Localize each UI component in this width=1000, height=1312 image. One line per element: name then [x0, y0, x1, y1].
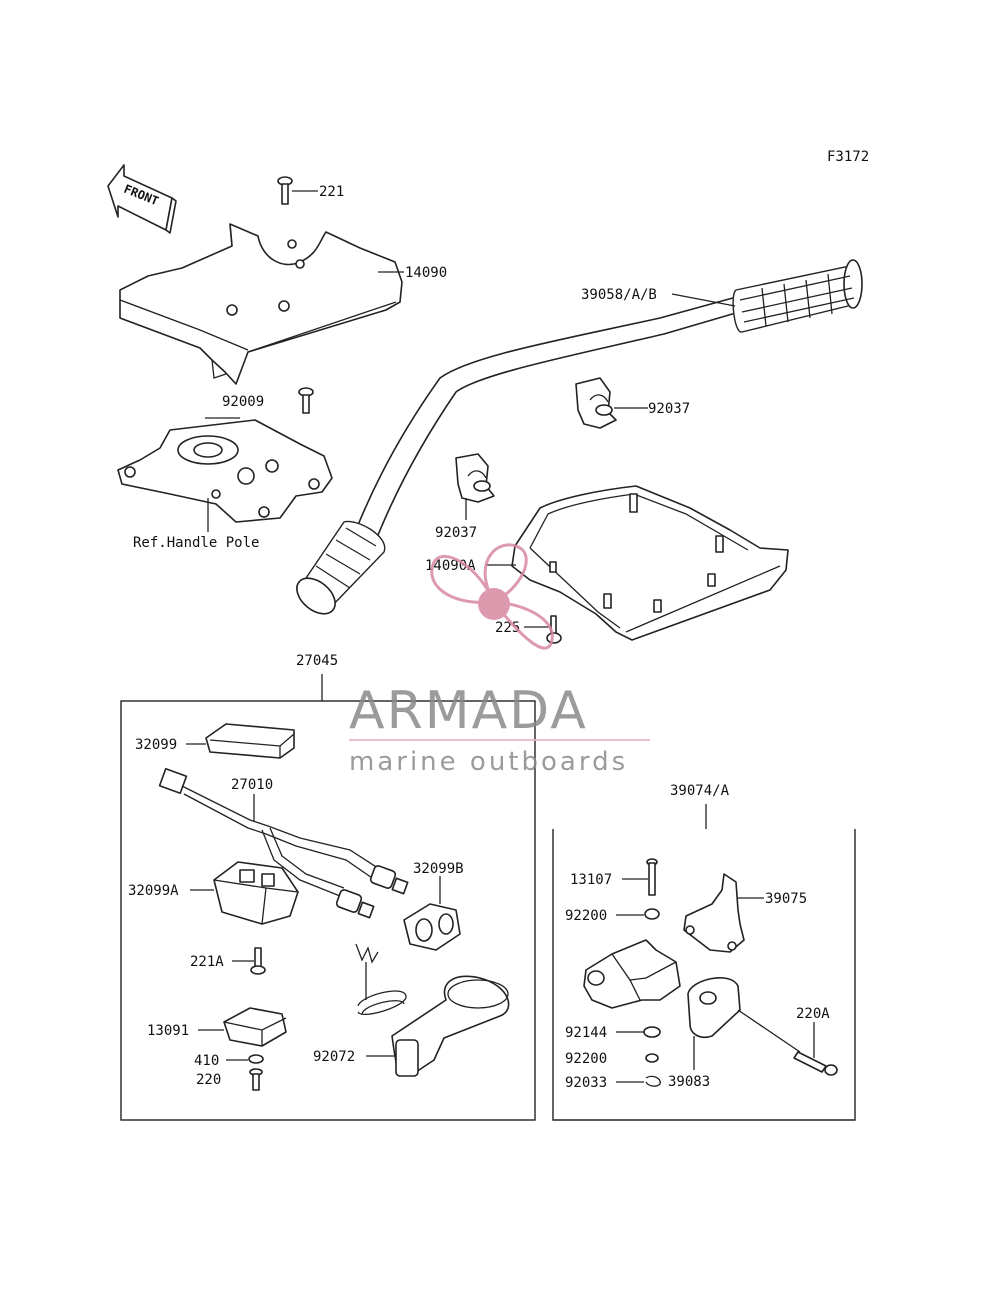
figure-code: F3172	[827, 149, 869, 165]
screw-220	[249, 1068, 263, 1091]
label-32099A: 32099A	[128, 883, 179, 899]
label-92037-right: 92037	[648, 401, 690, 417]
upper-cover-14090	[119, 223, 403, 385]
switch-cover-32099	[205, 723, 295, 759]
circlip-92033	[645, 1075, 661, 1087]
clamp-92037-left	[455, 453, 495, 503]
bracket-39075	[683, 873, 745, 953]
label-32099: 32099	[135, 737, 177, 753]
label-ref-handle-pole: Ref.Handle Pole	[133, 535, 259, 551]
label-13091: 13091	[147, 1023, 189, 1039]
label-92037-left: 92037	[435, 525, 477, 541]
label-32099B: 32099B	[413, 861, 464, 877]
propeller-icon	[430, 543, 554, 650]
label-39075: 39075	[765, 891, 807, 907]
holder-13091	[223, 1007, 287, 1047]
label-27045: 27045	[296, 653, 338, 669]
handle-pole-plate	[117, 419, 333, 532]
label-92072: 92072	[313, 1049, 355, 1065]
clamp-92037-right	[575, 377, 617, 429]
label-39074: 39074/A	[670, 783, 730, 799]
spring-92144	[643, 1026, 661, 1038]
label-220: 220	[196, 1072, 221, 1088]
label-221A: 221A	[190, 954, 224, 970]
bolt-220A	[793, 1051, 838, 1076]
label-92033: 92033	[565, 1075, 607, 1091]
lanyard-clip-92072	[355, 943, 510, 1077]
switch-housing-32099A	[213, 861, 299, 925]
pin-13107	[646, 858, 658, 896]
label-410: 410	[194, 1053, 219, 1069]
leader-220A-center	[737, 1009, 801, 1053]
washer-92200-bottom	[645, 1053, 659, 1063]
throttle-body	[583, 939, 681, 1009]
screw-92009	[298, 387, 314, 414]
lower-cover-14090A	[511, 485, 789, 641]
grommet-32099B	[403, 903, 461, 951]
label-92144: 92144	[565, 1025, 607, 1041]
wire-harness-27010	[158, 767, 409, 919]
leader-39058	[671, 293, 736, 307]
screw-221	[277, 176, 293, 205]
label-39058: 39058/A/B	[581, 287, 657, 303]
screw-221A	[250, 947, 266, 975]
label-39083: 39083	[668, 1074, 710, 1090]
washer-410	[248, 1054, 264, 1064]
label-92200-top: 92200	[565, 908, 607, 924]
frame-39074	[552, 829, 856, 1121]
label-14090: 14090	[405, 265, 447, 281]
label-27010: 27010	[231, 777, 273, 793]
watermark-tagline: marine outboards	[349, 747, 628, 777]
watermark: ARMADA marine outboards	[349, 543, 650, 777]
front-arrow-icon: FRONT	[107, 164, 177, 234]
screw-225	[546, 615, 562, 644]
handlebar-39058	[296, 259, 863, 615]
label-92009: 92009	[222, 394, 264, 410]
label-220A: 220A	[796, 1006, 830, 1022]
label-92200-bottom: 92200	[565, 1051, 607, 1067]
label-13107: 13107	[570, 872, 612, 888]
watermark-brand: ARMADA	[349, 681, 588, 741]
frame-27045	[120, 700, 536, 1121]
label-221: 221	[319, 184, 344, 200]
washer-92200-top	[644, 908, 660, 920]
lever-39083	[687, 977, 741, 1039]
